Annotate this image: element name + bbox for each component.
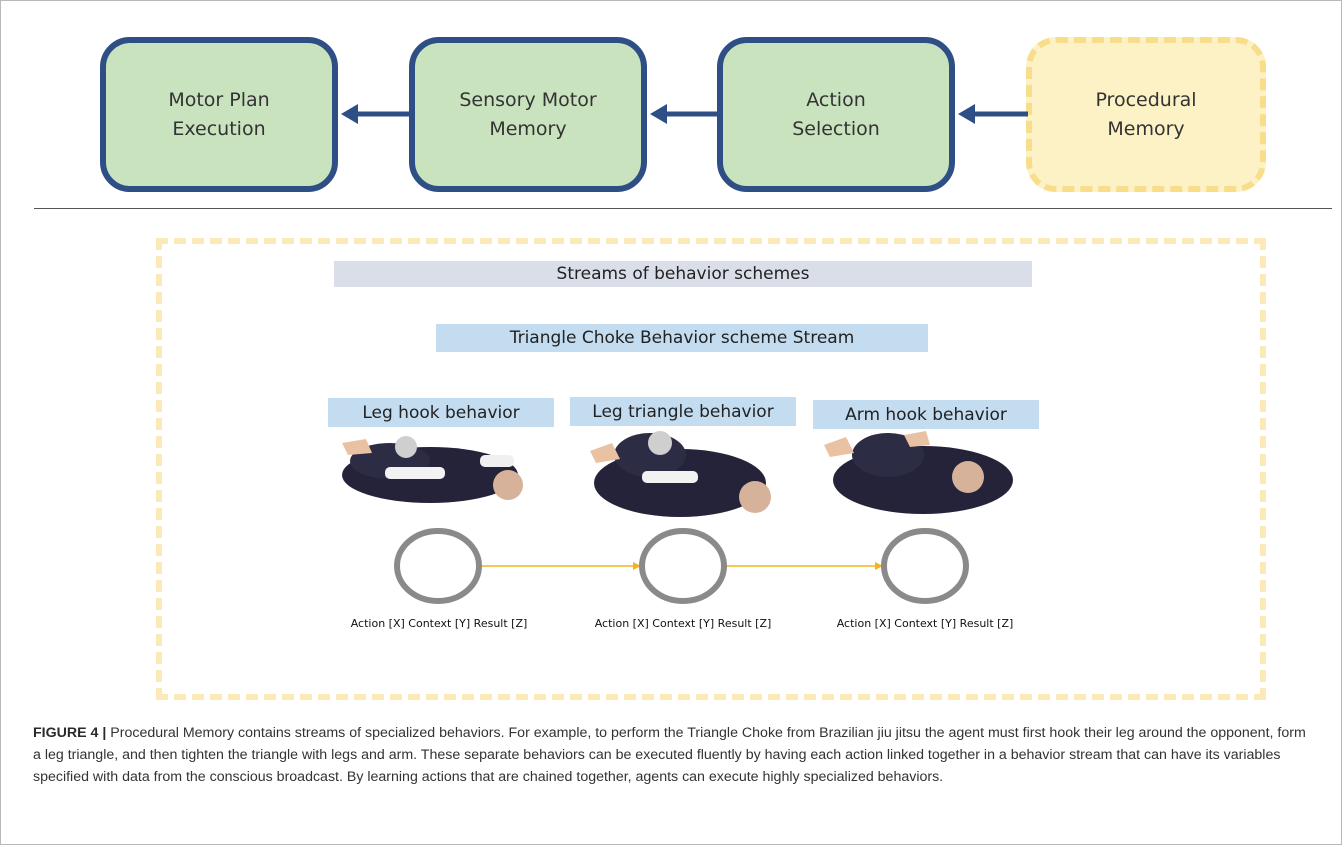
flow-arrows	[341, 104, 1028, 124]
arrow-sensory-to-motor	[341, 104, 409, 124]
behavior-node-1	[394, 528, 482, 604]
chain-connector-2-head	[875, 562, 883, 570]
leg-triangle-photo	[590, 431, 771, 517]
stream-title-bar: Triangle Choke Behavior scheme Stream	[436, 324, 928, 352]
behavior-node-2	[639, 528, 727, 604]
sensory-motor-memory-box: Sensory Motor Memory	[409, 37, 647, 192]
arm-hook-photo	[824, 431, 1013, 514]
grappler-figure	[590, 431, 771, 517]
behavior-caption-2: Action [X] Context [Y] Result [Z]	[594, 617, 772, 630]
figure-label: FIGURE 4 |	[33, 725, 107, 741]
action-selection-box: Action Selection	[717, 37, 955, 192]
chain-connector-1-head	[633, 562, 641, 570]
procedural-memory-box: Procedural Memory	[1026, 37, 1266, 192]
behavior-node-3	[881, 528, 969, 604]
behavior-title-arm-hook: Arm hook behavior	[813, 400, 1039, 429]
figure-caption: FIGURE 4 | Procedural Memory contains st…	[33, 722, 1315, 788]
section-divider	[34, 208, 1332, 209]
grappler-figure	[824, 431, 1013, 514]
behavior-caption-1: Action [X] Context [Y] Result [Z]	[350, 617, 528, 630]
streams-title-bar: Streams of behavior schemes	[334, 261, 1032, 287]
motor-plan-execution-box: Motor Plan Execution	[100, 37, 338, 192]
leg-hook-photo	[342, 436, 523, 503]
behavior-title-leg-triangle: Leg triangle behavior	[570, 397, 796, 426]
figure-caption-text: Procedural Memory contains streams of sp…	[33, 725, 1306, 785]
grappler-figure	[342, 436, 523, 503]
arrow-procedural-to-action	[958, 104, 1028, 124]
behavior-chain	[394, 528, 969, 604]
procedural-memory-panel	[156, 238, 1266, 700]
arrow-action-to-sensory	[650, 104, 717, 124]
behavior-title-leg-hook: Leg hook behavior	[328, 398, 554, 427]
behavior-caption-3: Action [X] Context [Y] Result [Z]	[836, 617, 1014, 630]
